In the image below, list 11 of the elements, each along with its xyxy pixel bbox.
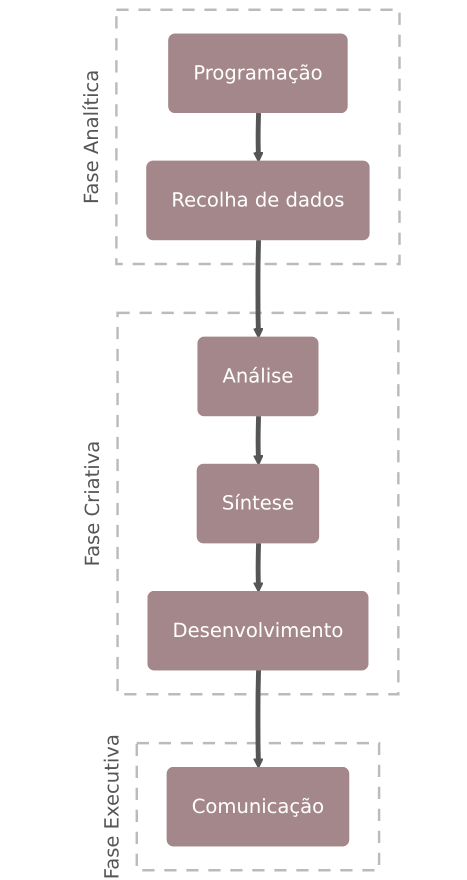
arrow — [252, 670, 264, 769]
cluster — [116, 312, 400, 696]
node-label: Fase Executiva — [100, 734, 124, 880]
arrow — [252, 416, 264, 466]
arrow — [252, 113, 264, 162]
cluster — [136, 742, 380, 872]
arrow — [252, 240, 264, 338]
node-label: Fase Criativa — [80, 440, 104, 566]
node-label: Fase Analítica — [80, 70, 103, 204]
cluster — [115, 8, 401, 266]
arrow — [252, 543, 264, 593]
